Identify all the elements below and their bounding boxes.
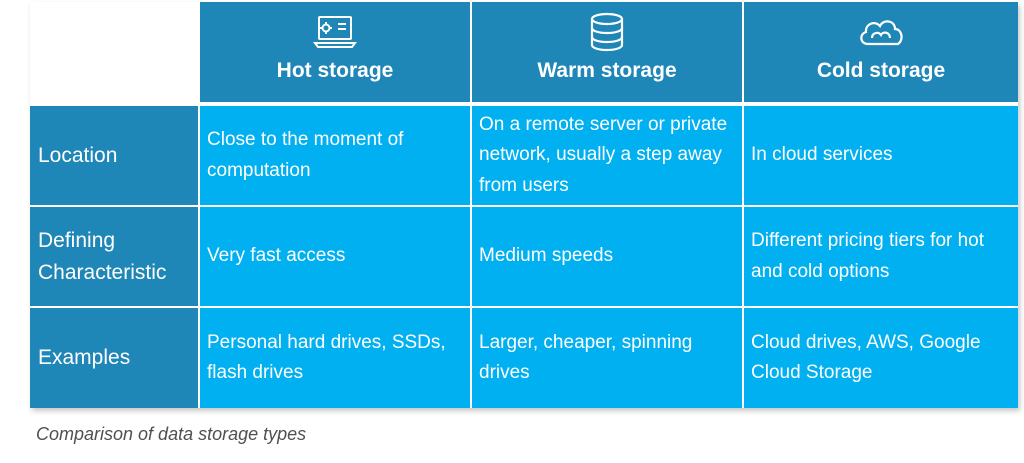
header-title: Cold storage (816, 59, 946, 82)
cloud-icon (860, 20, 903, 46)
header-cold-storage: Cold storage (744, 2, 1018, 102)
row-label-location: Location (30, 106, 198, 205)
table-cell: Personal hard drives, SSDs, flash drives (200, 308, 470, 408)
header-title: Warm storage (537, 59, 677, 82)
table-cell: Very fast access (200, 207, 470, 306)
table-cell: Close to the moment of computation (200, 106, 470, 205)
table-cell: In cloud services (744, 106, 1018, 205)
storage-comparison-table: Hot storage Warm storage Cold storage Lo… (30, 2, 1018, 408)
database-icon (590, 12, 624, 52)
table-corner (30, 2, 200, 102)
table-cell: On a remote server or private network, u… (472, 106, 742, 205)
table-cell: Cloud drives, AWS, Google Cloud Storage (744, 308, 1018, 408)
header-hot-storage: Hot storage (200, 2, 470, 102)
table-cell: Medium speeds (472, 207, 742, 306)
header-warm-storage: Warm storage (472, 2, 742, 102)
figure-caption: Comparison of data storage types (36, 424, 307, 444)
table-cell: Larger, cheaper, spinning drives (472, 308, 742, 408)
laptop-gear-icon (313, 16, 357, 48)
row-label-examples: Examples (30, 308, 198, 408)
row-label-defining-characteristic: Defining Characteristic (30, 207, 198, 306)
header-title: Hot storage (276, 59, 394, 82)
table-cell: Different pricing tiers for hot and cold… (744, 207, 1018, 306)
